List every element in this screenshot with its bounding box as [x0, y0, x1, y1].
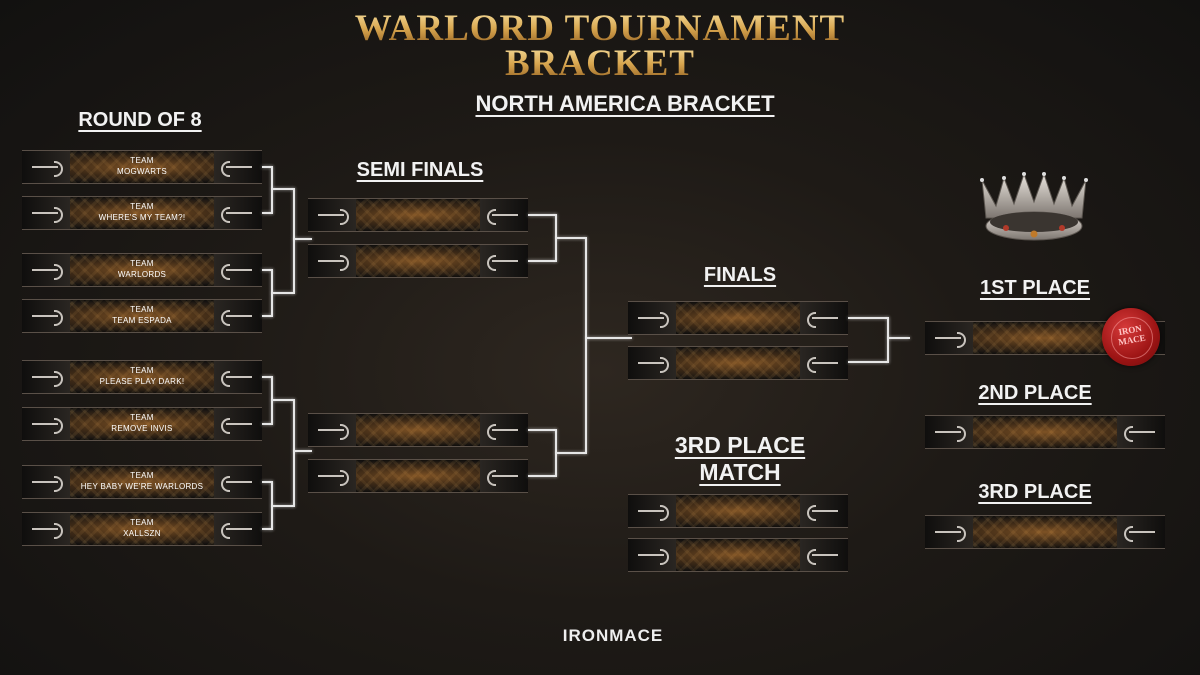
team-name: WARLORDS	[117, 270, 167, 279]
connector	[528, 214, 556, 216]
connector	[262, 481, 272, 483]
semi-slot-1[interactable]	[308, 198, 528, 232]
connector	[262, 315, 272, 317]
header-third-place: 3RD PLACE	[978, 481, 1092, 503]
header-second-place: 2ND PLACE	[978, 382, 1092, 404]
team-name: XALLSZN	[123, 529, 161, 538]
finals-slot-2[interactable]	[628, 346, 848, 380]
team-name: HEY BABY WE'RE WARLORDS	[80, 482, 204, 491]
connector	[556, 452, 586, 454]
title-line-1: WARLORD TOURNAMENT	[0, 10, 1200, 48]
connector	[272, 188, 294, 190]
third-match-slot-2[interactable]	[628, 538, 848, 572]
connector	[262, 212, 272, 214]
connector	[888, 337, 910, 339]
connector	[272, 292, 294, 294]
connector	[262, 528, 272, 530]
connector	[585, 237, 587, 454]
connector	[271, 166, 273, 214]
region-subtitle: NORTH AMERICA BRACKET	[475, 91, 775, 116]
connector	[848, 361, 888, 363]
header-third-match-2: MATCH	[699, 459, 781, 485]
third-match-slot-1[interactable]	[628, 494, 848, 528]
connector	[272, 399, 294, 401]
connector	[294, 450, 312, 452]
title-line-2: BRACKET	[0, 45, 1200, 83]
team-name: PLEASE PLAY DARK!	[99, 377, 185, 386]
connector	[556, 237, 586, 239]
header-semi-finals: SEMI FINALS	[356, 159, 484, 181]
team-name: MOGWARTS	[117, 167, 167, 176]
connector	[528, 429, 556, 431]
header-third-match-1: 3RD PLACE	[674, 432, 806, 458]
connector	[848, 317, 888, 319]
second-place-slot[interactable]	[925, 415, 1165, 449]
finals-slot-1[interactable]	[628, 301, 848, 335]
semi-slot-4[interactable]	[308, 459, 528, 493]
connector	[528, 475, 556, 477]
connector	[293, 399, 295, 507]
connector	[262, 166, 272, 168]
connector	[272, 505, 294, 507]
header-round-of-8: ROUND OF 8	[78, 109, 202, 131]
connector	[262, 376, 272, 378]
connector	[528, 260, 556, 262]
team-name: TEAM ESPADA	[112, 316, 172, 325]
connector	[294, 238, 312, 240]
semi-slot-2[interactable]	[308, 244, 528, 278]
connector	[262, 269, 272, 271]
semi-slot-3[interactable]	[308, 413, 528, 447]
header-first-place: 1ST PLACE	[979, 277, 1091, 299]
team-name: REMOVE INVIS	[111, 424, 173, 433]
crown-icon	[980, 172, 1088, 241]
connector	[586, 337, 632, 339]
connector	[887, 317, 889, 363]
ironmace-logo: IRONMACE	[562, 626, 664, 645]
header-finals: FINALS	[703, 264, 777, 286]
third-place-slot[interactable]	[925, 515, 1165, 549]
connector	[262, 423, 272, 425]
connector	[293, 188, 295, 294]
team-name: WHERE'S MY TEAM?!	[98, 213, 186, 222]
